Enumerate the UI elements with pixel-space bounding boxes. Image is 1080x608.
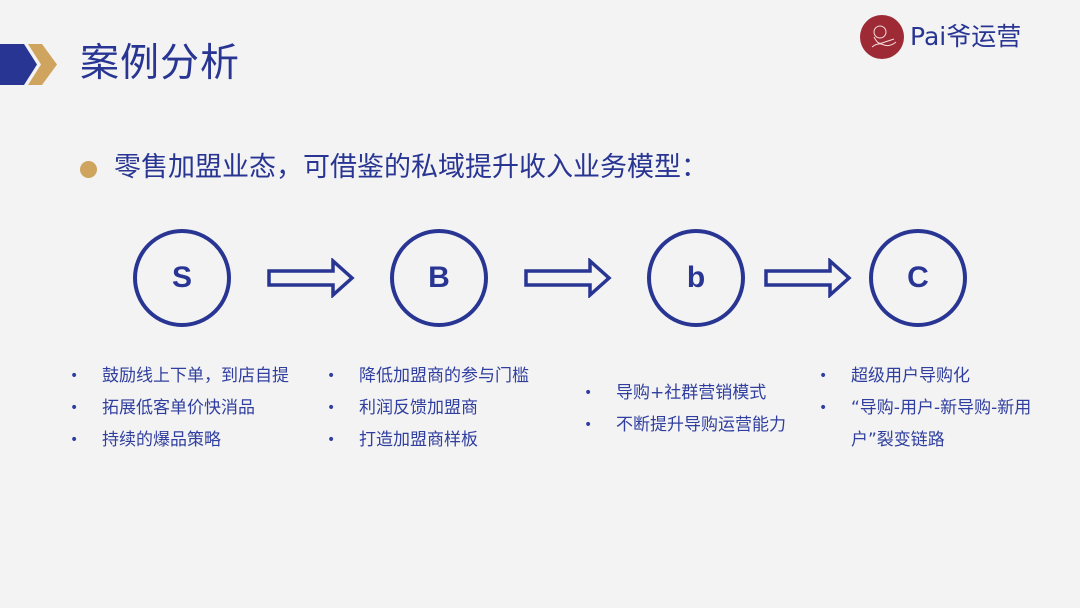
subtitle-text: 零售加盟业态，可借鉴的私域提升收入业务模型： — [114, 152, 708, 183]
node-label: B — [428, 261, 450, 294]
column-c-list: •超级用户导购化 •“导购-用户-新导购-新用户”裂变链路 — [819, 360, 1041, 456]
list-item: •打造加盟商样板 — [327, 424, 529, 456]
right-arrow-icon — [524, 258, 612, 298]
column-s-list: •鼓励线上下单，到店自提 •拓展低客单价快消品 •持续的爆品策略 — [70, 360, 289, 456]
brand-logo: Pai爷运营 — [860, 15, 1021, 59]
list-item: •拓展低客单价快消品 — [70, 392, 289, 424]
node-label: C — [907, 261, 929, 294]
list-item: •持续的爆品策略 — [70, 424, 289, 456]
node-label: b — [686, 261, 706, 294]
bullet-dot-icon — [80, 160, 97, 178]
bullet-icon: • — [584, 385, 593, 401]
bullet-icon: • — [819, 368, 828, 384]
bullet-icon: • — [70, 400, 79, 416]
list-item: •超级用户导购化 — [819, 360, 1041, 392]
title-chevron-icon — [0, 44, 57, 85]
list-item: •降低加盟商的参与门槛 — [327, 360, 529, 392]
right-arrow-icon — [764, 258, 852, 298]
list-item: •“导购-用户-新导购-新用户”裂变链路 — [819, 392, 1041, 456]
bullet-icon: • — [584, 417, 593, 433]
right-arrow-icon — [267, 258, 355, 298]
logo-avatar-icon — [860, 15, 904, 59]
list-item: •不断提升导购运营能力 — [584, 409, 786, 441]
list-item: •利润反馈加盟商 — [327, 392, 529, 424]
flow-node-b-upper: B — [390, 229, 488, 327]
bullet-icon: • — [327, 368, 336, 384]
list-item: •鼓励线上下单，到店自提 — [70, 360, 289, 392]
bullet-icon: • — [70, 432, 79, 448]
column-b-upper-list: •降低加盟商的参与门槛 •利润反馈加盟商 •打造加盟商样板 — [327, 360, 529, 456]
list-item: •导购+社群营销模式 — [584, 377, 786, 409]
page-title: 案例分析 — [80, 41, 241, 86]
flow-node-c: C — [869, 229, 967, 327]
bullet-icon: • — [327, 432, 336, 448]
flow-node-b-lower: b — [647, 229, 745, 327]
flow-node-s: S — [133, 229, 231, 327]
logo-text: Pai爷运营 — [910, 22, 1022, 51]
bullet-icon: • — [327, 400, 336, 416]
bullet-icon: • — [70, 368, 79, 384]
node-label: S — [171, 261, 192, 294]
column-b-lower-list: •导购+社群营销模式 •不断提升导购运营能力 — [584, 377, 786, 441]
subtitle: 零售加盟业态，可借鉴的私域提升收入业务模型： — [80, 148, 708, 188]
bullet-icon: • — [819, 400, 828, 416]
